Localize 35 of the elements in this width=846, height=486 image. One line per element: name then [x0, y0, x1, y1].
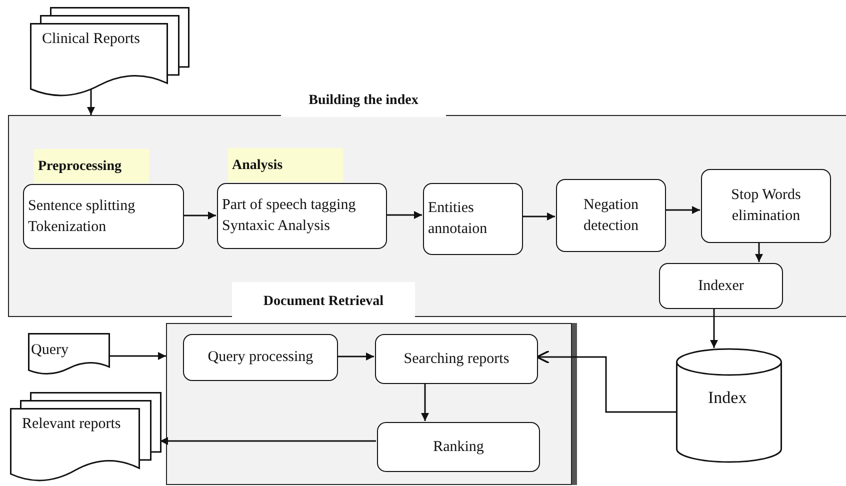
process-label: Part of speech tagging Syntaxic Analysis [222, 196, 357, 236]
document-label: Clinical Reports [42, 31, 140, 48]
group-title: Document Retrieval [232, 282, 415, 318]
process-label: Sentence splitting Tokenization [28, 196, 136, 236]
arrow [386, 211, 422, 219]
arrow [755, 242, 763, 262]
process-box [556, 179, 666, 252]
arrow [337, 352, 374, 360]
process-box [423, 183, 523, 255]
document-label: Relevant reports [22, 416, 121, 433]
arrow [421, 383, 429, 421]
process-label: Searching reports [404, 350, 510, 368]
process-label: Entities annotaion [428, 199, 488, 239]
process-box [183, 334, 338, 381]
process-label: Negation detection [582, 196, 640, 236]
step-heading: Preprocessing [34, 149, 149, 183]
arrow [710, 308, 718, 348]
arrow [665, 206, 700, 214]
process-box [659, 263, 783, 309]
document-label: Query [31, 342, 68, 359]
arrow [536, 350, 676, 413]
arrow [183, 212, 216, 220]
arrow [87, 89, 95, 115]
process-box [375, 334, 538, 384]
arrow [160, 437, 376, 445]
process-label: Query processing [208, 348, 314, 367]
process-box [377, 422, 540, 472]
arrow [522, 212, 555, 220]
process-box [701, 169, 831, 243]
database-label: Index [708, 388, 747, 408]
process-label: Stop Words elimination [730, 186, 802, 226]
step-heading: Analysis [228, 148, 343, 182]
arrow [110, 352, 166, 360]
process-label: Indexer [698, 276, 744, 296]
process-label: Ranking [433, 438, 484, 456]
